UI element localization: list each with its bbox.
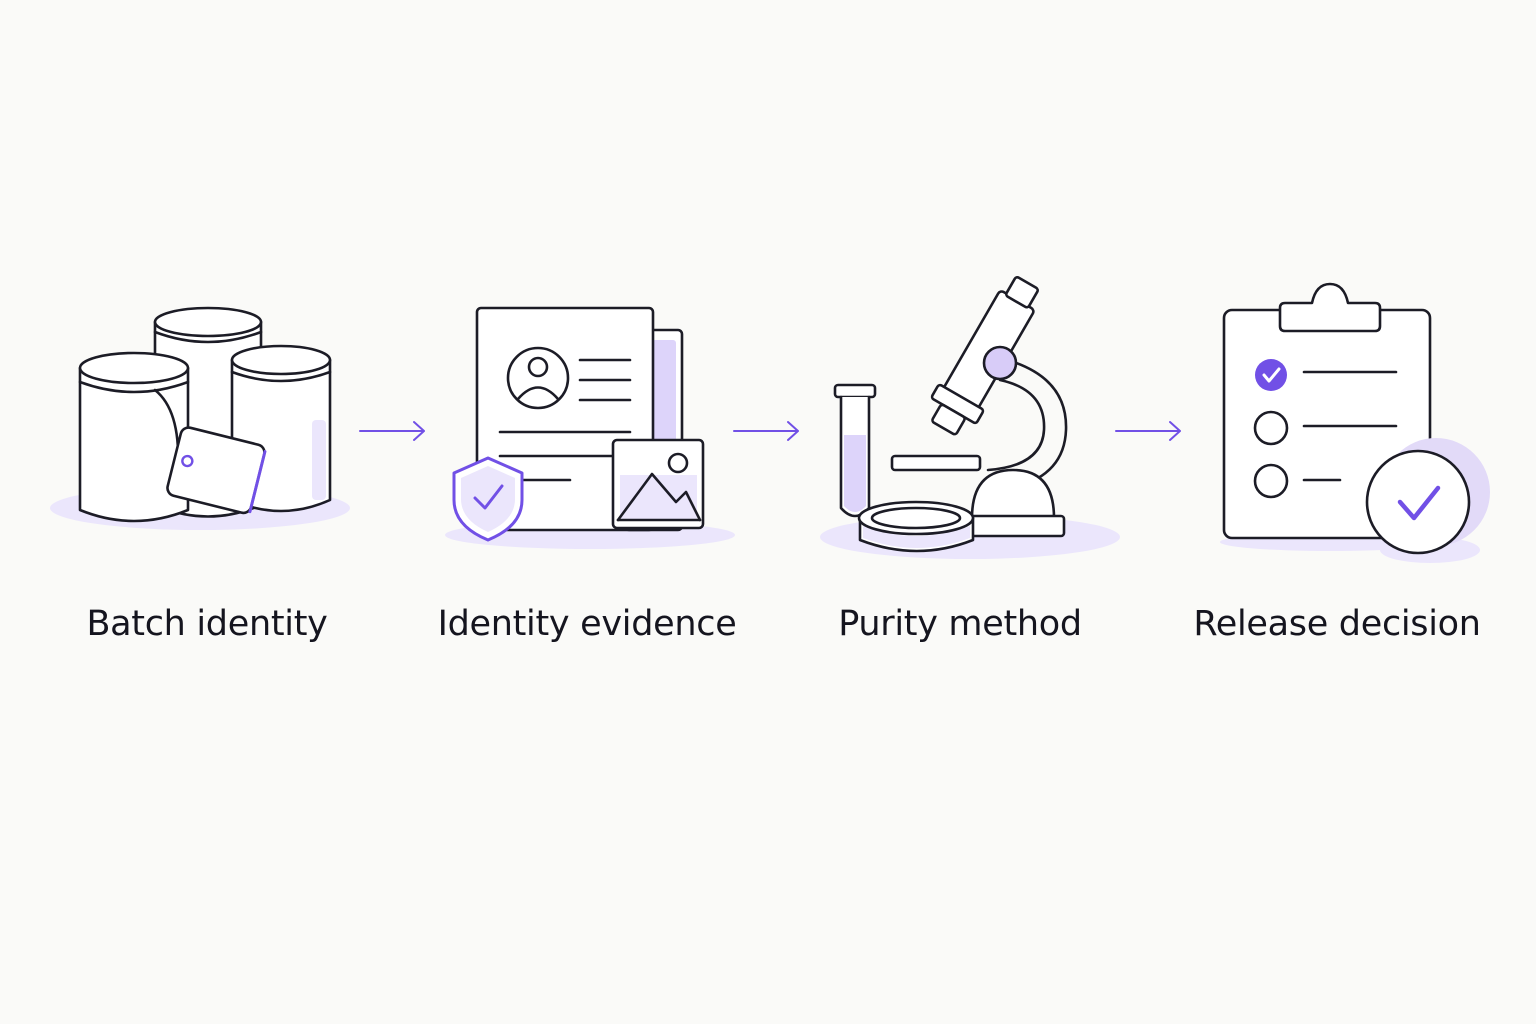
step-label-purity-method: Purity method xyxy=(838,604,1082,644)
step-label-release-decision: Release decision xyxy=(1193,604,1481,644)
document-with-shield-icon xyxy=(430,270,750,580)
step-label-identity-evidence: Identity evidence xyxy=(437,604,737,644)
arrow-right-icon xyxy=(1114,416,1186,446)
step-label-batch-identity: Batch identity xyxy=(86,604,328,644)
arrow-right-icon xyxy=(732,416,804,446)
arrow-right-icon xyxy=(358,416,430,446)
microscope-test-tube-icon xyxy=(810,270,1130,580)
containers-with-tag-icon xyxy=(50,270,370,580)
checklist-clipboard-icon xyxy=(1190,270,1510,580)
